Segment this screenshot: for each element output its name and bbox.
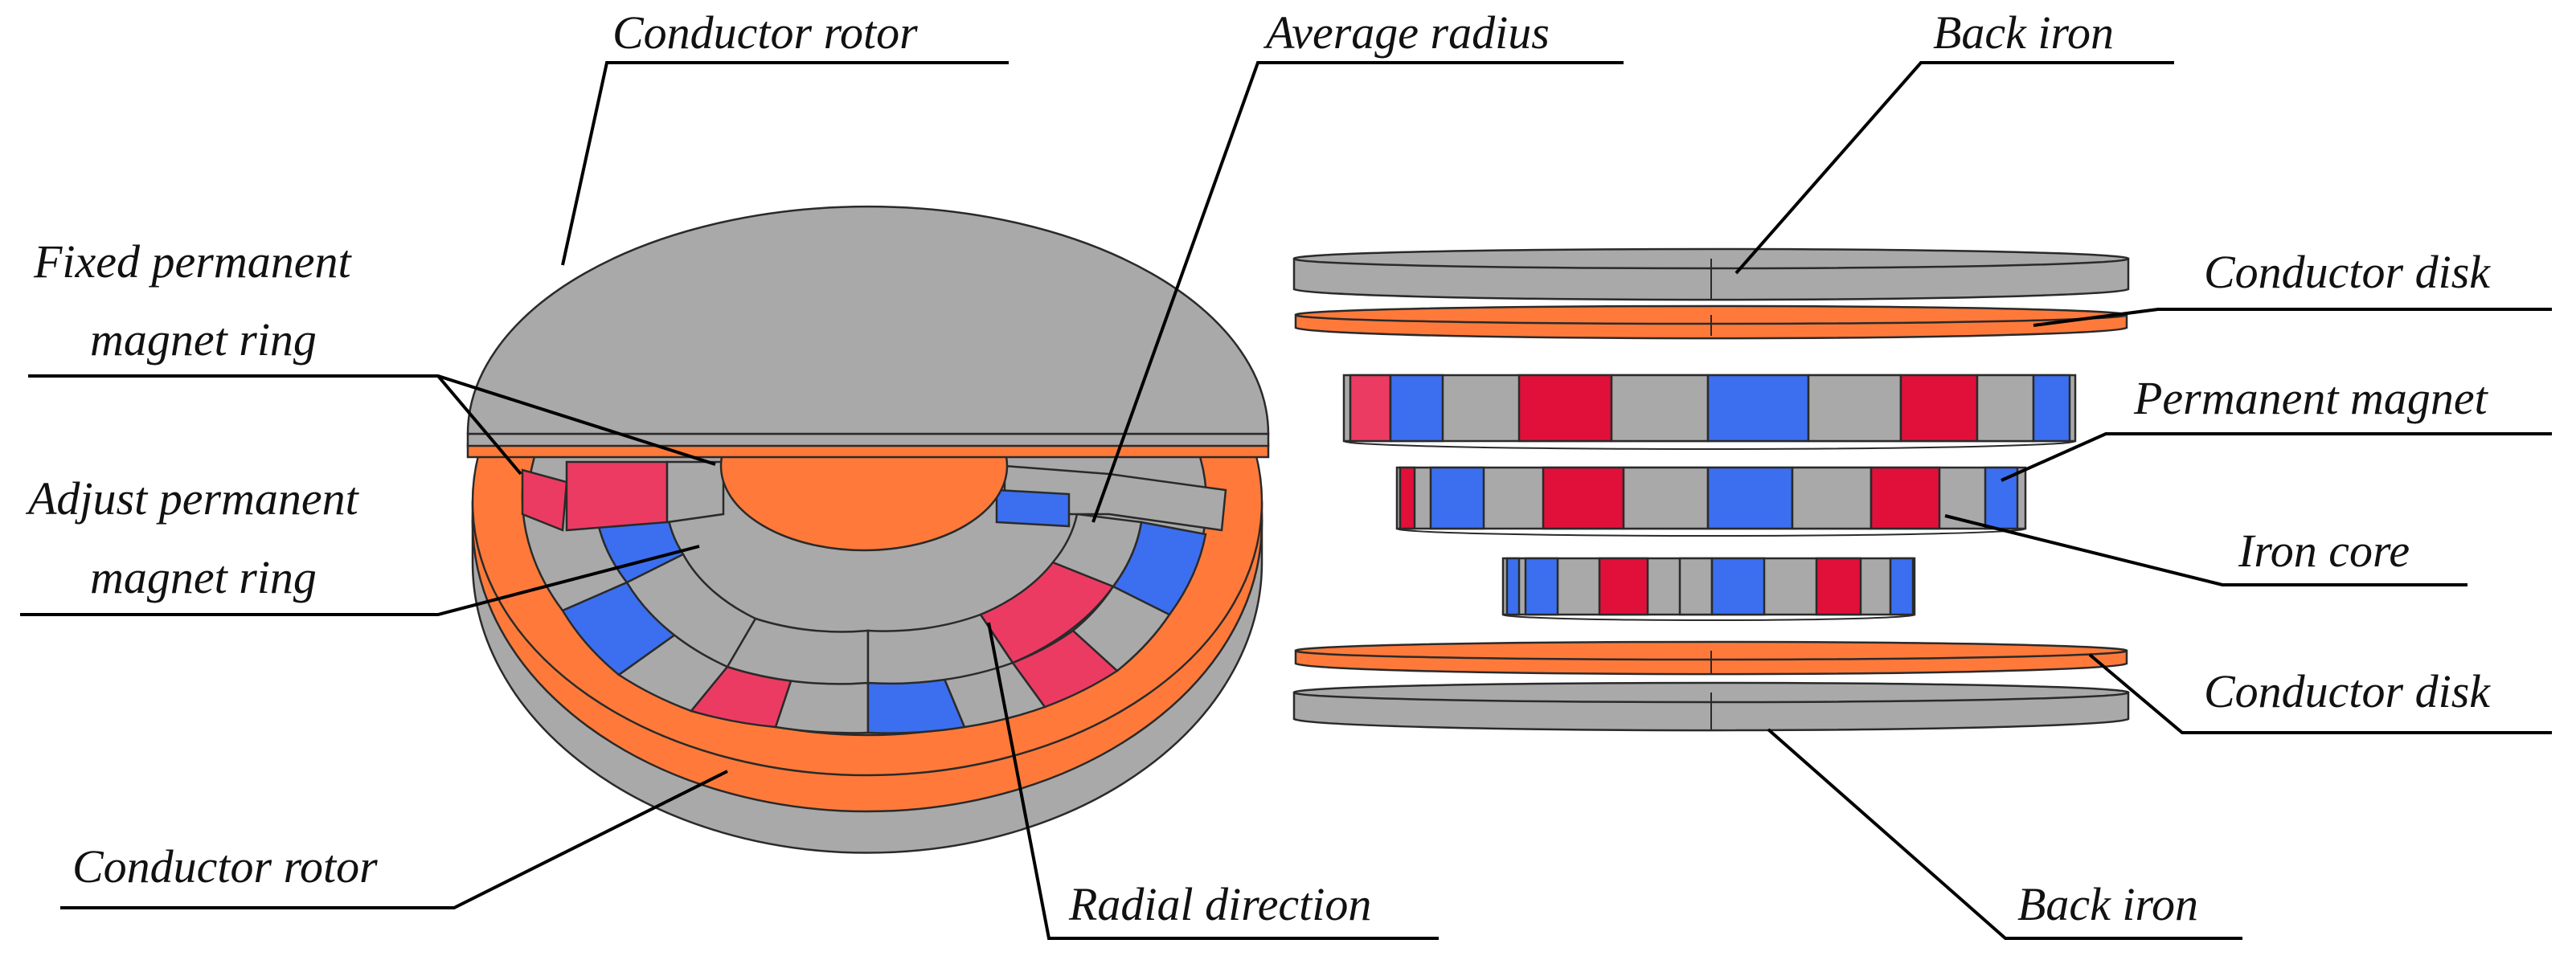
leader-conductor-rotor-bottom (60, 770, 728, 909)
leader-lines (20, 61, 2552, 940)
exploded-magnet-ring-3 (1501, 557, 1916, 621)
label-adjust-ring-line1: Adjust permanent (25, 472, 360, 525)
leader-average-radius (1091, 61, 1624, 523)
exploded-back-iron-top (1292, 247, 2130, 301)
label-radial-direction: Radial direction (1068, 878, 1371, 930)
exploded-magnet-ring-2 (1395, 466, 2027, 537)
label-fixed-ring-line2: magnet ring (90, 313, 317, 366)
label-conductor-rotor-bottom: Conductor rotor (72, 840, 378, 893)
leader-permanent-magnet (2001, 432, 2552, 482)
rear-magnet-sectors (521, 460, 1227, 532)
label-adjust-ring-line2: magnet ring (90, 551, 317, 603)
labels: Conductor rotor Average radius Back iron… (25, 6, 2491, 930)
leader-back-iron-top (1734, 61, 2174, 275)
label-conductor-disk-bottom: Conductor disk (2204, 665, 2491, 717)
label-conductor-disk-top: Conductor disk (2204, 246, 2491, 298)
left-assembly (466, 205, 1270, 854)
leader-radial-direction (987, 622, 1439, 940)
leader-conductor-rotor-top (561, 61, 1009, 266)
top-conductor-rotor (466, 205, 1270, 459)
right-exploded-stack (1292, 247, 2130, 732)
label-average-radius: Average radius (1263, 6, 1550, 59)
label-back-iron-top: Back iron (1933, 6, 2114, 59)
leader-iron-core (1944, 514, 2467, 586)
label-fixed-ring-line1: Fixed permanent (33, 235, 352, 288)
exploded-back-iron-bottom (1292, 681, 2130, 732)
exploded-conductor-disk-bottom (1294, 640, 2128, 676)
leader-fixed-ring-branch (436, 374, 522, 476)
leader-conductor-disk-bottom (2088, 653, 2552, 734)
label-iron-core: Iron core (2238, 525, 2410, 577)
label-conductor-rotor-top: Conductor rotor (612, 6, 918, 59)
leader-adjust-ring (20, 545, 700, 616)
exploded-magnet-ring-1 (1342, 374, 2077, 450)
exploded-conductor-disk-top (1294, 304, 2128, 340)
leader-conductor-disk-top (2033, 308, 2552, 327)
label-back-iron-bottom: Back iron (2017, 878, 2198, 930)
leader-back-iron-bottom (1767, 728, 2242, 940)
label-permanent-magnet: Permanent magnet (2133, 372, 2489, 424)
